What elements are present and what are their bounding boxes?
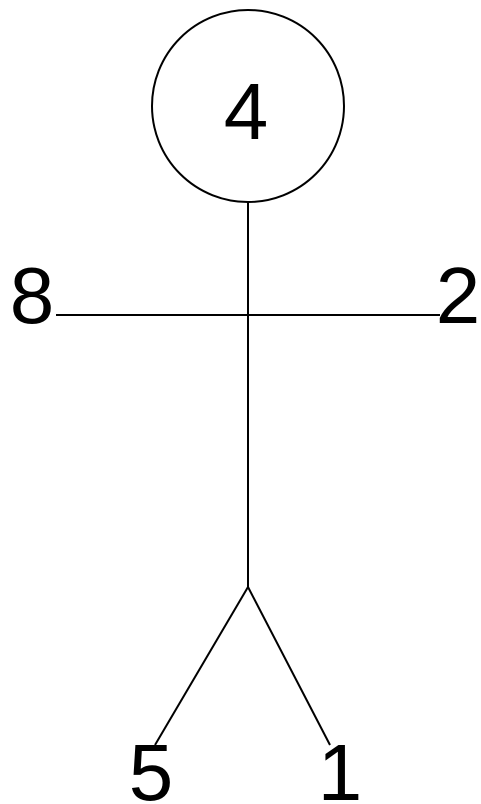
right-hand-label: 2 [436, 251, 481, 340]
left-hand-label: 8 [10, 251, 55, 340]
left-foot-label: 5 [129, 728, 174, 804]
left-leg-line [155, 587, 248, 745]
right-foot-label: 1 [318, 728, 363, 804]
right-leg-line [248, 587, 330, 745]
head-label: 4 [224, 67, 269, 156]
